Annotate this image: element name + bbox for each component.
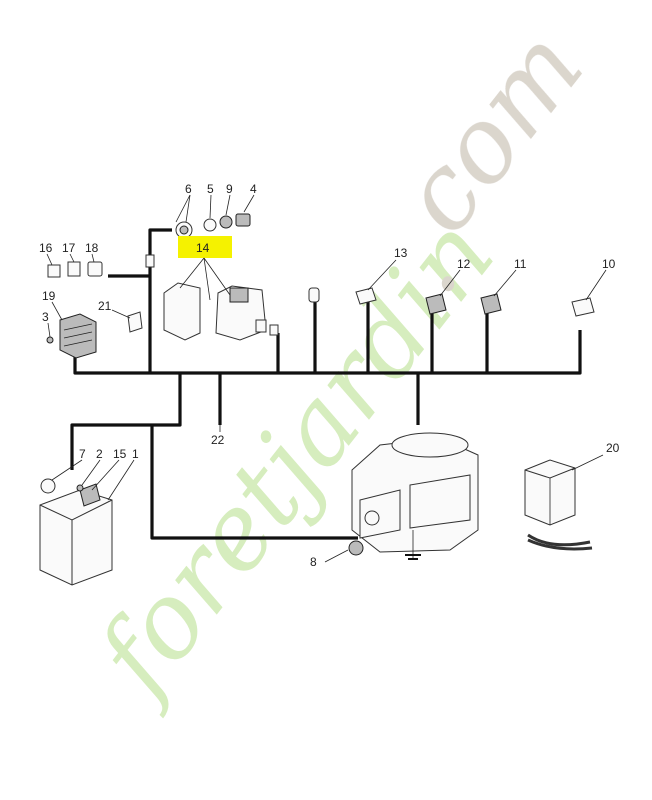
part-label-9: 9 [226,182,233,196]
part-label-19: 19 [42,289,56,303]
switch-connectors [308,287,595,317]
part-label-11: 11 [514,257,527,271]
part-label-17: 17 [62,241,76,255]
part-label-22: 22 [211,433,225,447]
part-label-5: 5 [207,182,214,196]
part-label-1: 1 [132,447,139,461]
battery-charger [524,459,593,551]
part-label-4: 4 [250,182,257,196]
part-labels: 6 5 9 4 14 16 17 18 19 21 3 13 12 11 10 … [39,182,620,569]
voltage-regulator [46,313,97,359]
engine [348,432,479,560]
part-label-14: 14 [196,241,210,255]
part-label-6: 6 [185,182,192,196]
part-label-10: 10 [602,257,616,271]
control-module [163,282,279,341]
part-label-7: 7 [79,447,86,461]
leader-lines [46,194,607,563]
part-label-21: 21 [98,299,112,313]
part-label-13: 13 [394,246,408,260]
part-label-18: 18 [85,241,99,255]
part-label-12: 12 [457,257,471,271]
part-label-2: 2 [96,447,103,461]
relay-connectors [47,261,103,278]
part-label-15: 15 [113,447,127,461]
wiring-harness [70,228,582,540]
part-label-3: 3 [42,310,49,324]
key-switch-assembly [175,213,251,239]
connector-21 [127,311,143,333]
battery [39,478,113,586]
highlight-box-14 [178,236,232,258]
part-label-20: 20 [606,441,620,455]
part-label-16: 16 [39,241,53,255]
part-label-8: 8 [310,555,317,569]
